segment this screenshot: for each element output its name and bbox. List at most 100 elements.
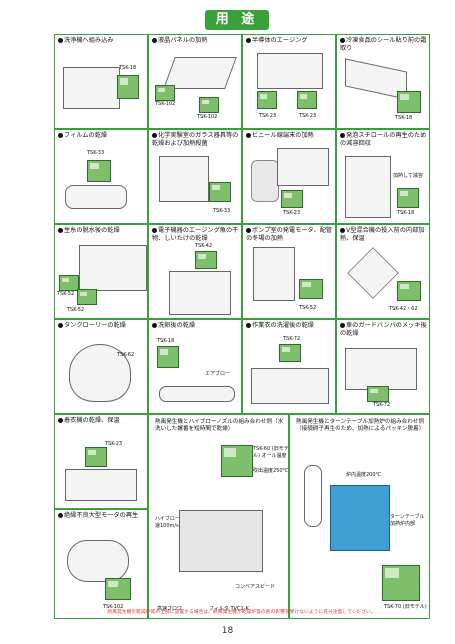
bullet-icon — [58, 417, 63, 423]
heater-machine — [397, 188, 419, 208]
foam-box-illustration — [345, 156, 391, 218]
usage-label: 着衣機の乾燥、保温 — [64, 417, 120, 424]
usage-label: 洗卵後の乾燥 — [158, 322, 196, 329]
heater-machine — [209, 182, 231, 202]
model-tag: TSK-70 (旧モデル) — [384, 604, 427, 610]
heater-machine — [77, 289, 97, 305]
usage-label: タンクローリーの乾燥 — [64, 322, 126, 329]
usage-cell: 車のガードバンパのメッキ後の乾燥 TSK-72 — [336, 319, 430, 414]
film-roll-illustration — [65, 185, 127, 209]
bullet-icon — [58, 37, 63, 43]
heater-machine — [155, 85, 175, 101]
heater-machine — [157, 346, 179, 368]
bullet-icon — [340, 227, 345, 233]
silk-dryer-illustration — [79, 245, 147, 291]
model-tag: TSK-18 — [397, 210, 415, 216]
bullet-icon — [152, 132, 157, 138]
heater-machine — [279, 344, 301, 362]
motor-illustration — [67, 540, 129, 582]
model-tag: TSK-23 — [259, 113, 277, 119]
glassware-rack-illustration — [159, 156, 209, 202]
furnace-illustration — [330, 485, 390, 551]
usage-cell: 着衣機の乾燥、保温 TSK-23 — [54, 414, 148, 509]
model-tag: TSK-23 — [105, 441, 123, 447]
usage-label: 冷凍食品のシール貼り前の霜取り — [340, 37, 427, 52]
usage-cell: 化学実験室のガラス器具等の乾燥および加熱殺菌 TSK-33 — [148, 129, 242, 224]
example-title: 熱風発生機とターンテーブル加熱炉の組み合わせ例（接続碍子再生のため、加熱によるパ… — [296, 419, 425, 432]
usage-label: 液晶パネルの加熱 — [158, 37, 208, 44]
bullet-icon — [246, 132, 251, 138]
bullet-icon — [58, 322, 63, 328]
usage-label: 絶縁不良大型モータの再生 — [64, 512, 139, 519]
turntable-tag: ターンテーブル 加熱炉内部 — [390, 514, 425, 527]
usage-cell: ポンプ室の発電モータ、配管の冬場の加熱 TSK-52 — [242, 224, 336, 319]
bullet-icon — [246, 322, 251, 328]
page-title: 用 途 例 — [205, 10, 269, 47]
model-tag: TSK-72 — [373, 402, 391, 408]
heater-machine — [59, 275, 79, 291]
heater-machine — [85, 447, 107, 467]
usage-label: 発泡スチロールの再生のための減容回収 — [340, 132, 427, 147]
bumper-illustration — [345, 348, 417, 390]
usage-cell: 洗卵後の乾燥 TSK-18 エアブロー — [148, 319, 242, 414]
heater-machine — [367, 386, 389, 402]
heater-machine — [221, 445, 253, 477]
model-tag: TSK-52 — [67, 307, 85, 313]
bullet-icon — [58, 132, 63, 138]
heater-machine — [105, 578, 131, 600]
model-tag: TSK-18 — [157, 338, 175, 344]
bullet-icon — [152, 322, 157, 328]
dresser-illustration — [65, 469, 137, 501]
conveyor-illustration — [179, 510, 263, 572]
usage-label: 電子機器のエージング魚の干物、しいたけの乾燥 — [152, 227, 239, 242]
model-tag: TSK-33 — [213, 208, 231, 214]
usage-label: 車のガードバンパのメッキ後の乾燥 — [340, 322, 427, 337]
model-tag: TSK-42 — [195, 243, 213, 249]
usage-cell: 電子機器のエージング魚の干物、しいたけの乾燥 TSK-42 — [148, 224, 242, 319]
aging-rack-illustration — [257, 53, 323, 89]
usage-label: 生糸の脱水後の乾燥 — [64, 227, 120, 234]
worker-illustration — [304, 465, 322, 527]
usage-cell: V型混合機の投入前の内部加熱、保温 TSK-42・62 — [336, 224, 430, 319]
usage-cell: 発泡スチロールの再生のための減容回収 加熱して減容 TSK-18 — [336, 129, 430, 224]
temp-tag: 吹出温度250℃ — [253, 468, 289, 474]
egg-tray-illustration — [159, 386, 235, 402]
bullet-icon — [246, 37, 251, 43]
model-tag: TSK-60 (旧モデル) オール温度 — [253, 446, 289, 459]
temp-tag: 炉内温度200℃ — [346, 472, 382, 478]
model-tag: TSK-33 — [87, 150, 105, 156]
model-tag: TSK-62 — [117, 352, 135, 358]
model-tag: TSK-52 — [299, 305, 317, 311]
example-title: 熱風発生機とハイブローノズルの組み合わせ例（水洗いした螺番を短時間で乾燥） — [155, 419, 284, 432]
heater-machine — [382, 565, 420, 601]
conveyor-speed-tag: コンベアスピード — [235, 584, 276, 590]
caution-note: 熱風発生機を乾燥炉等の上部に設置する場合は、熱風発生機が乾燥炉等の熱の影響を受け… — [107, 610, 376, 615]
usage-cell: 冷凍食品のシール貼り前の霜取り TSK-18 — [336, 34, 430, 129]
washer-illustration — [63, 67, 120, 109]
heater-machine — [297, 91, 317, 109]
model-tag: TSK-23 — [283, 210, 301, 216]
page-number: 18 — [221, 626, 234, 636]
bullet-icon — [58, 227, 63, 233]
airblow-tag: エアブロー — [205, 371, 231, 377]
usage-label: 洗浄機へ組み込み — [64, 37, 114, 44]
usage-cell: フィルムの乾燥 TSK-33 — [54, 129, 148, 224]
heater-machine — [199, 97, 219, 113]
usage-label: フィルムの乾燥 — [64, 132, 108, 139]
model-tag: TSK-42・62 — [389, 306, 418, 312]
example-panel: 熱風発生機とハイブローノズルの組み合わせ例（水洗いした螺番を短時間で乾燥） TS… — [148, 414, 289, 619]
usage-label: 半導体のエージング — [252, 37, 308, 44]
model-tag: TSK-52 — [57, 291, 75, 297]
model-tag: TSK-23 — [299, 113, 317, 119]
model-tag: TSK-102 — [155, 101, 176, 107]
duct-illustration — [251, 160, 279, 202]
bullet-icon — [340, 322, 345, 328]
usage-label: 化学実験室のガラス器具等の乾燥および加熱殺菌 — [152, 132, 239, 147]
usage-cell: ビニール線端末の加熱 TSK-23 — [242, 129, 336, 224]
heater-machine — [257, 91, 277, 109]
usage-cell: 洗浄機へ組み込み TSK-18 — [54, 34, 148, 129]
heater-machine — [397, 281, 421, 301]
usage-cell: 作業衣の洗濯後の乾燥 TSK-72 — [242, 319, 336, 414]
bullet-icon — [340, 132, 345, 138]
heater-machine — [281, 190, 303, 208]
